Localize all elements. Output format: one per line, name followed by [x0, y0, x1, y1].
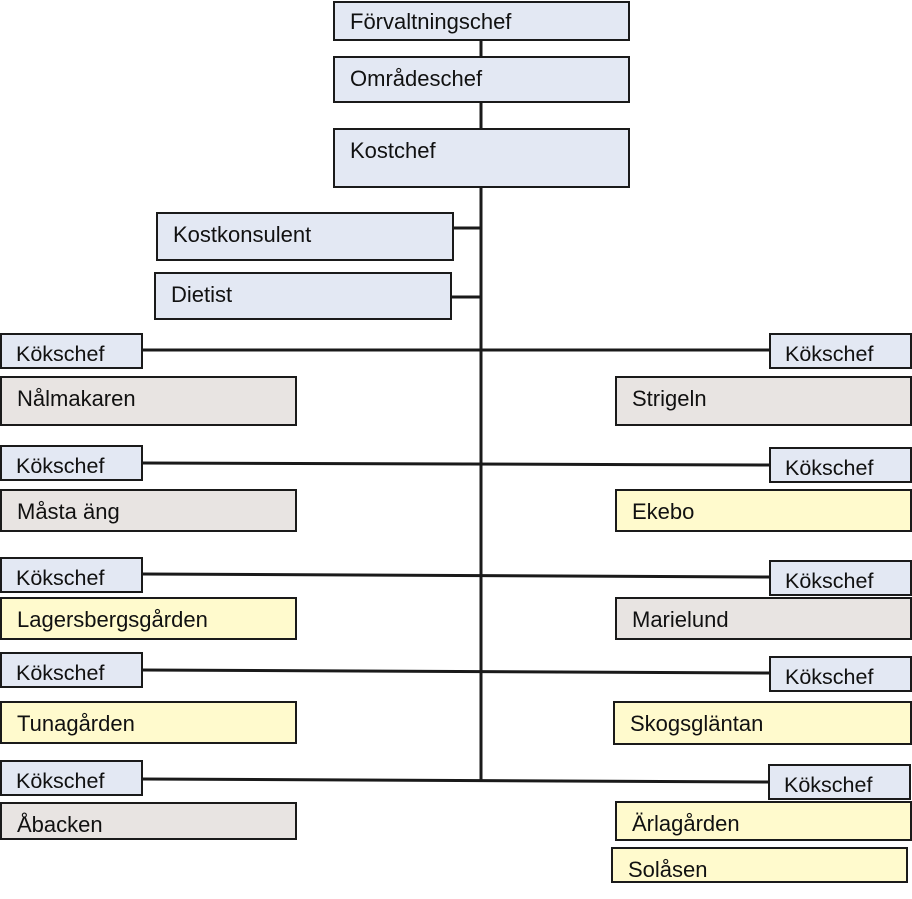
branch-line-2 — [141, 461, 771, 467]
branch-line-4 — [141, 668, 771, 675]
kokschef-right-2: Kökschef — [769, 447, 912, 483]
unit-nalmakaren: Nålmakaren — [0, 376, 297, 426]
box-omradeschef: Områdeschef — [333, 56, 630, 103]
unit-strigeln: Strigeln — [615, 376, 912, 426]
unit-abacken: Åbacken — [0, 802, 297, 840]
unit-arlagarden: Ärlagården — [615, 801, 912, 841]
kokschef-left-5: Kökschef — [0, 760, 143, 796]
unit-marielund: Marielund — [615, 597, 912, 640]
unit-skogsglantan: Skogsgläntan — [613, 701, 912, 745]
kokschef-right-1: Kökschef — [769, 333, 912, 369]
kokschef-right-3: Kökschef — [769, 560, 912, 596]
box-forvaltningschef: Förvaltningschef — [333, 1, 630, 41]
kokschef-left-1: Kökschef — [0, 333, 143, 369]
kokschef-right-5: Kökschef — [768, 764, 911, 800]
box-kostkonsulent: Kostkonsulent — [156, 212, 454, 261]
branch-line-5 — [141, 777, 771, 784]
kokschef-left-3: Kökschef — [0, 557, 143, 593]
kokschef-left-2: Kökschef — [0, 445, 143, 481]
kokschef-right-4: Kökschef — [769, 656, 912, 692]
box-kostchef: Kostchef — [333, 128, 630, 188]
box-dietist: Dietist — [154, 272, 452, 320]
branch-line-3 — [141, 572, 771, 579]
kokschef-left-4: Kökschef — [0, 652, 143, 688]
unit-ekebo: Ekebo — [615, 489, 912, 532]
unit-tunagarden: Tunagården — [0, 701, 297, 744]
unit-solasen: Solåsen — [611, 847, 908, 883]
unit-masta-ang: Måsta äng — [0, 489, 297, 532]
unit-lagersbergsgarden: Lagersbergsgården — [0, 597, 297, 640]
